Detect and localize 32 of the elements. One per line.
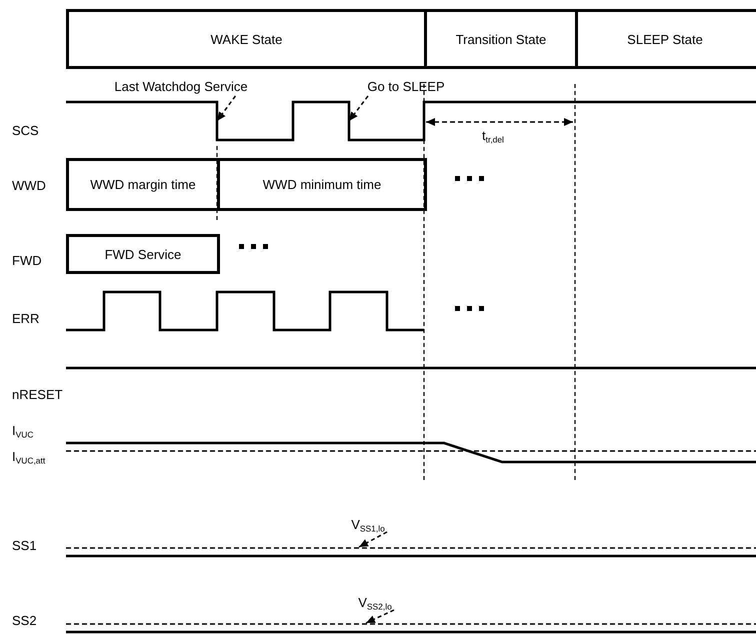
signal-name: FWD bbox=[12, 254, 42, 267]
dimension-label: t$_{tr,del}$ bbox=[482, 129, 504, 144]
state-label: Transition State bbox=[456, 32, 546, 46]
timing-label: FWD Service bbox=[104, 246, 182, 262]
signal-name: SS2 bbox=[12, 614, 37, 627]
signal-name: I$_{VUC}$ bbox=[12, 424, 34, 439]
timing-label: WWD minimum time bbox=[262, 177, 382, 192]
annotation-text: V$_{SS1,lo}$ bbox=[351, 516, 385, 534]
timing-box bbox=[66, 234, 220, 274]
signal-name: ERR bbox=[12, 312, 40, 325]
annotation-text: Go to SLEEP bbox=[367, 78, 445, 94]
state-label: SLEEP State bbox=[627, 32, 703, 46]
leader-line bbox=[216, 96, 236, 122]
state-label: WAKE State bbox=[210, 32, 282, 46]
timing-label: WWD margin time bbox=[90, 177, 196, 192]
timing-box bbox=[66, 158, 220, 211]
signal-name: WWD bbox=[12, 179, 46, 192]
leader-line bbox=[348, 96, 369, 122]
threshold-line bbox=[66, 623, 756, 625]
signal-name: I$_{VUC,att}$ bbox=[12, 450, 46, 465]
annotation-text: Last Watchdog Service bbox=[114, 78, 248, 94]
leader-line bbox=[358, 531, 388, 548]
signal-name: SS1 bbox=[12, 539, 37, 552]
state-box bbox=[424, 9, 578, 69]
leader-line bbox=[366, 609, 394, 624]
annotation-text: V$_{SS2,lo}$ bbox=[358, 594, 392, 612]
timing-box bbox=[217, 158, 427, 211]
signal-name: nRESET bbox=[12, 388, 63, 401]
signal-name: SCS bbox=[12, 124, 39, 137]
threshold-line bbox=[66, 547, 756, 549]
state-box bbox=[66, 9, 427, 69]
state-box bbox=[575, 9, 756, 69]
